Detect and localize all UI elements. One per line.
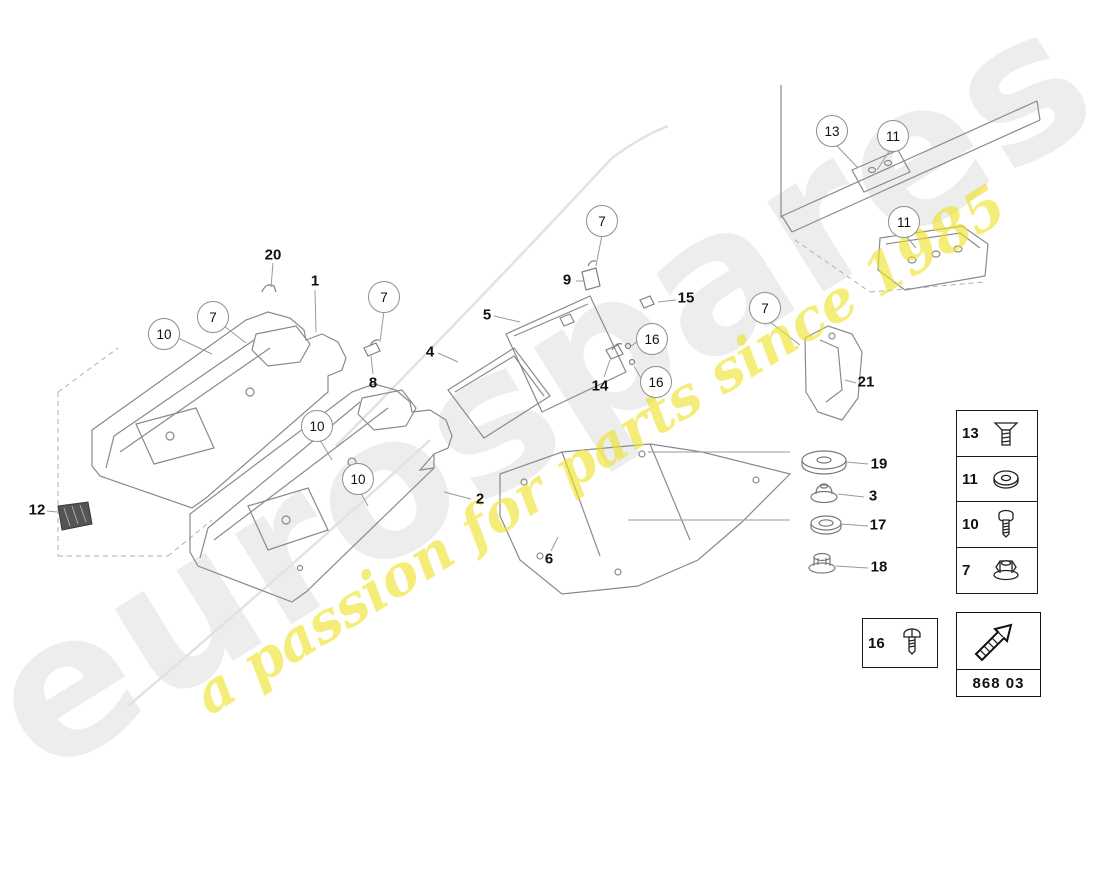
arrow-up-right-icon — [974, 623, 1012, 662]
countersunk-screw-icon — [988, 416, 1024, 452]
insulation-plate-5 — [505, 295, 627, 413]
legend-number: 11 — [962, 470, 978, 488]
fastener-legend-extra: 16 — [862, 618, 938, 668]
clip-9 — [581, 267, 601, 291]
legend-row-13: 13 — [956, 410, 1038, 457]
legend-number: 7 — [962, 562, 971, 580]
legend-number: 10 — [962, 516, 979, 534]
pad-12 — [57, 501, 93, 531]
clip-20 — [261, 284, 277, 293]
legend-row-11: 11 — [956, 455, 1038, 503]
nav-arrow-box — [956, 612, 1041, 670]
washer-19 — [801, 450, 847, 475]
legend-number: 16 — [868, 634, 885, 652]
fastener-legend-table: 13 11 10 7 — [956, 410, 1038, 595]
bracket-21 — [804, 325, 863, 421]
diagram-line-art — [46, 85, 1041, 707]
grommet-3 — [810, 483, 838, 504]
small-clips — [261, 260, 655, 366]
leader-lines — [46, 144, 917, 569]
insulation-sheet-6 — [499, 443, 792, 595]
hex-bolt-icon — [988, 507, 1024, 543]
ring-17 — [810, 515, 842, 535]
washer-icon — [988, 461, 1024, 497]
insulation-plate-4 — [447, 347, 551, 439]
legend-row-7: 7 — [956, 547, 1038, 595]
floor-panel-centre — [189, 383, 453, 603]
pan-head-screw-icon — [894, 625, 930, 661]
fastener-stack — [801, 450, 847, 574]
watermark-swoosh — [127, 124, 669, 707]
legend-number: 13 — [962, 425, 979, 442]
floor-panel-left — [91, 311, 347, 509]
nut-18 — [808, 552, 836, 574]
clip-8 — [363, 342, 381, 357]
parts-diagram-page: { "watermark": { "brand": "eurospares", … — [0, 0, 1100, 818]
flange-nut-icon — [988, 553, 1024, 589]
diagram-code-box: 868 03 — [956, 669, 1041, 697]
clip-15 — [639, 295, 655, 309]
legend-row-10: 10 — [956, 501, 1038, 549]
diagram-code: 868 03 — [972, 674, 1025, 692]
sill-section — [780, 85, 1041, 291]
